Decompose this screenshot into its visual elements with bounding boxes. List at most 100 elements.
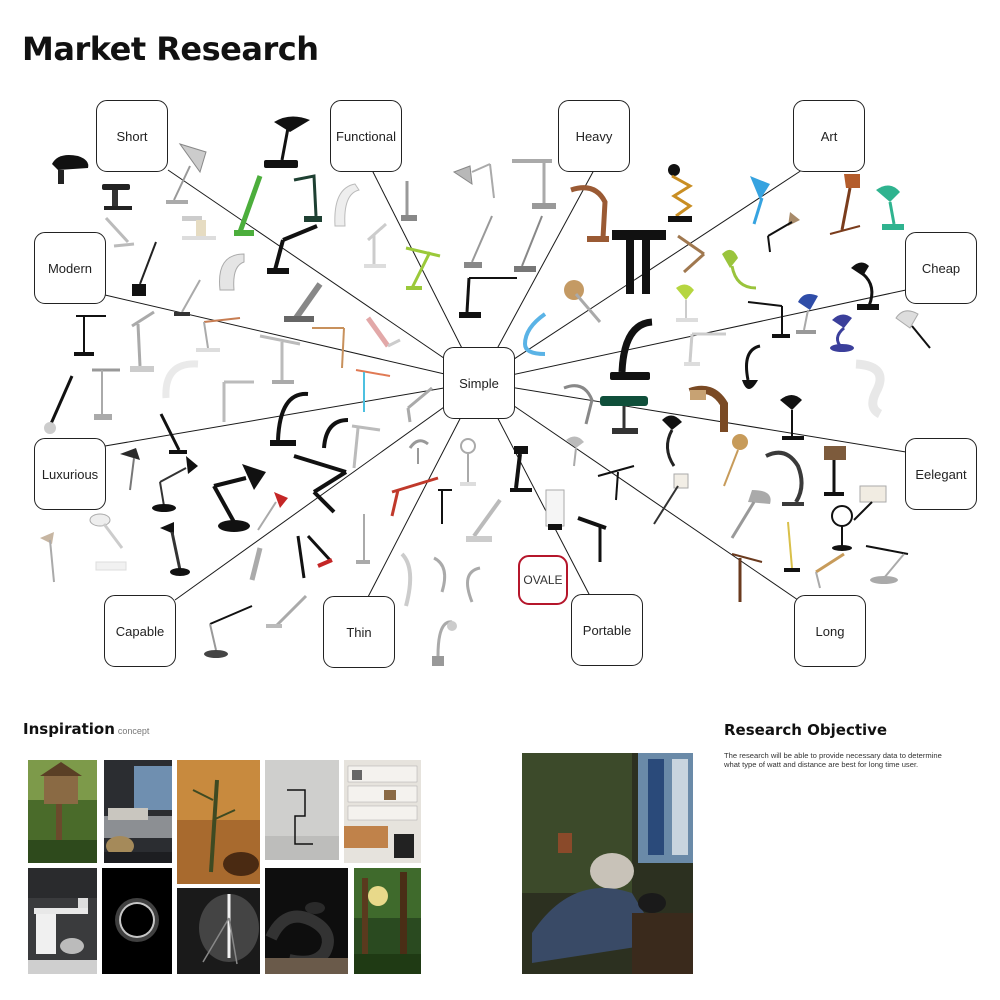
lamp-icon <box>829 174 861 235</box>
lamp-icon <box>266 594 308 628</box>
node-art: Art <box>793 100 865 172</box>
lamp-icon <box>104 216 135 248</box>
lamp-icon <box>677 234 706 274</box>
wire-sculpture-photo <box>265 760 339 860</box>
lamp-icon <box>723 434 748 487</box>
lamp-icon <box>466 498 502 542</box>
lamp-icon <box>722 249 757 290</box>
lamp-icon <box>830 314 854 352</box>
lamp-icon <box>259 334 301 384</box>
lamp-icon <box>730 490 771 539</box>
node-cheap: Cheap <box>905 232 977 304</box>
lamp-icon <box>365 316 401 348</box>
lamp-icon <box>284 282 323 322</box>
lamp-icon <box>676 284 698 322</box>
lamp-icon <box>130 310 155 372</box>
lamp-icon <box>159 413 187 454</box>
lamp-icon <box>796 294 818 334</box>
lamp-icon <box>566 436 584 467</box>
mindmap-lines <box>104 169 907 601</box>
lamp-icon <box>89 513 127 571</box>
lamp-icon <box>351 424 381 469</box>
lamp-icon <box>742 344 761 389</box>
node-functional: Functional <box>330 100 402 172</box>
lamp-icon <box>152 456 198 512</box>
lamp-icon <box>196 317 241 352</box>
lamp-icon <box>293 454 348 514</box>
inspiration-title: Inspiration <box>23 720 115 738</box>
lamp-icon <box>610 318 653 380</box>
lamp-icon <box>166 143 207 204</box>
lamp-icon <box>824 446 846 496</box>
lamp-icon <box>356 514 370 564</box>
lamp-icon <box>452 163 495 199</box>
lamp-icon <box>855 359 885 419</box>
node-capable: Capable <box>104 595 176 667</box>
elderly-reader-photo <box>522 753 693 974</box>
lamp-icon <box>40 532 55 583</box>
lamp-icon <box>102 184 132 210</box>
lamp-icon <box>653 473 689 525</box>
node-modern: Modern <box>34 232 106 304</box>
lamp-icon <box>264 116 310 168</box>
lamp-icon <box>767 212 800 253</box>
lamp-icon <box>612 230 666 294</box>
lamp-icon <box>433 556 447 593</box>
node-eelegant: Eelegant <box>905 438 977 510</box>
dark-office-photo <box>28 868 97 974</box>
lamp-icon <box>784 521 800 572</box>
lamp-icon <box>895 310 931 349</box>
ovale-highlight: OVALE <box>518 555 568 605</box>
lamp-icon <box>876 185 904 230</box>
lamp-icon <box>865 545 909 584</box>
lamp-icon <box>160 522 190 576</box>
lamp-icon <box>204 605 253 658</box>
bedroom-photo <box>104 760 172 863</box>
node-heavy: Heavy <box>558 100 630 172</box>
lamp-icon <box>432 620 457 666</box>
lamp-icon <box>684 332 726 366</box>
lamp-icon <box>514 215 543 272</box>
lamp-photo <box>177 888 260 974</box>
node-short: Short <box>96 100 168 172</box>
lamp-icon <box>322 418 349 449</box>
lamp-icon <box>249 547 263 581</box>
lamp-icon <box>312 327 345 369</box>
treehouse-photo <box>28 760 97 863</box>
lamp-icon <box>74 315 106 356</box>
lamp-icon <box>577 516 607 562</box>
lamp-icon <box>334 183 360 227</box>
lamp-icon <box>765 450 804 506</box>
lamp-icon <box>815 552 845 589</box>
lamp-icon <box>400 552 413 607</box>
lamp-icon <box>512 159 556 209</box>
node-portable: Portable <box>571 594 643 666</box>
lamp-icon <box>401 181 417 221</box>
lamp-icon <box>563 384 594 425</box>
lamp-icon <box>731 553 763 602</box>
inspiration-subtitle: concept <box>117 726 150 736</box>
lamp-icon <box>668 164 693 222</box>
lamp-icon <box>545 489 565 530</box>
lamp-icon <box>750 176 770 225</box>
lamp-icon <box>120 448 140 491</box>
lamp-icon <box>853 485 887 521</box>
solar-eclipse-photo <box>102 868 172 974</box>
lamp-icon <box>222 380 254 422</box>
lamp-icon <box>296 534 333 579</box>
node-long: Long <box>794 595 866 667</box>
lamp-icon <box>510 446 532 492</box>
lamp-icon <box>570 185 609 242</box>
lamp-icon <box>464 215 493 268</box>
lamp-icon <box>270 391 309 446</box>
lamp-icon <box>597 465 635 501</box>
lamp-icon <box>52 155 89 184</box>
lamp-icon <box>747 301 790 338</box>
lamp-icon <box>267 224 318 274</box>
lamp-icon <box>438 489 452 524</box>
lamp-icon <box>851 262 879 310</box>
lamp-icon <box>293 174 322 222</box>
lamp-icon <box>662 415 682 467</box>
lamp-icon <box>174 279 201 316</box>
